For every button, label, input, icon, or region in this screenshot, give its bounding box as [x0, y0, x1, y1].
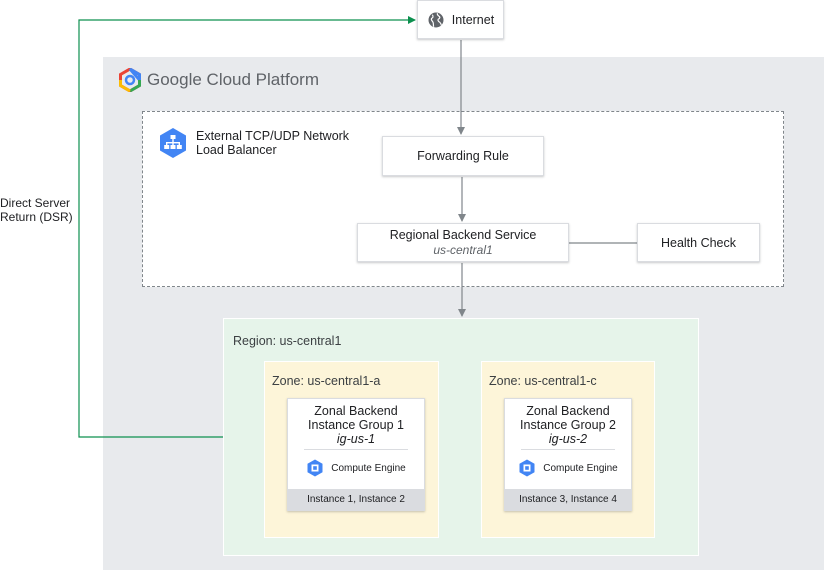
health-check-label: Health Check	[660, 235, 737, 250]
dsr-label-text: Direct Server Return (DSR)	[0, 196, 73, 224]
ig-name: ig-us-1	[336, 432, 376, 446]
ig-title-line1: Zonal Backend	[526, 404, 610, 418]
globe-icon	[428, 12, 444, 27]
ig-title-line2: Instance Group 1	[308, 418, 404, 432]
forwarding-rule-node: Forwarding Rule	[382, 136, 544, 176]
gcp-logo-icon	[119, 68, 141, 92]
health-check-node: Health Check	[637, 223, 760, 262]
instances-footer: Instance 1, Instance 2	[288, 489, 424, 510]
ig-name: ig-us-2	[548, 432, 588, 446]
ig-divider	[521, 449, 615, 450]
platform-title: Google Cloud Platform	[147, 70, 319, 89]
regional-backend-label: Regional Backend Service	[389, 228, 537, 242]
ig-title-line1: Zonal Backend	[314, 404, 398, 418]
instance-group-card-2: Zonal Backend Instance Group 2 ig-us-2 C…	[504, 398, 632, 511]
compute-engine-label: Compute Engine	[331, 462, 406, 474]
compute-engine-label: Compute Engine	[543, 462, 618, 474]
regional-backend-region: us-central1	[433, 243, 493, 257]
compute-engine-icon	[519, 459, 535, 477]
region-label: Region: us-central1	[233, 334, 342, 348]
zone-label-c: Zone: us-central1-c	[489, 374, 597, 388]
compute-engine-icon	[307, 459, 323, 477]
load-balancer-title: External TCP/UDP Network Load Balancer	[196, 129, 350, 157]
load-balancer-icon	[160, 128, 186, 158]
ig-title-line2: Instance Group 2	[520, 418, 616, 432]
instance-group-card-1: Zonal Backend Instance Group 1 ig-us-1 C…	[287, 398, 425, 511]
regional-backend-node: Regional Backend Service us-central1	[357, 223, 569, 262]
internet-node: Internet	[417, 0, 504, 39]
forwarding-rule-label: Forwarding Rule	[417, 149, 509, 163]
instances-footer: Instance 3, Instance 4	[505, 489, 631, 510]
dsr-label: Direct Server Return (DSR)	[0, 196, 76, 224]
ig-divider	[304, 449, 408, 450]
dsr-return-path	[78, 16, 416, 438]
zone-label-a: Zone: us-central1-a	[272, 374, 381, 388]
internet-label: Internet	[451, 12, 495, 27]
